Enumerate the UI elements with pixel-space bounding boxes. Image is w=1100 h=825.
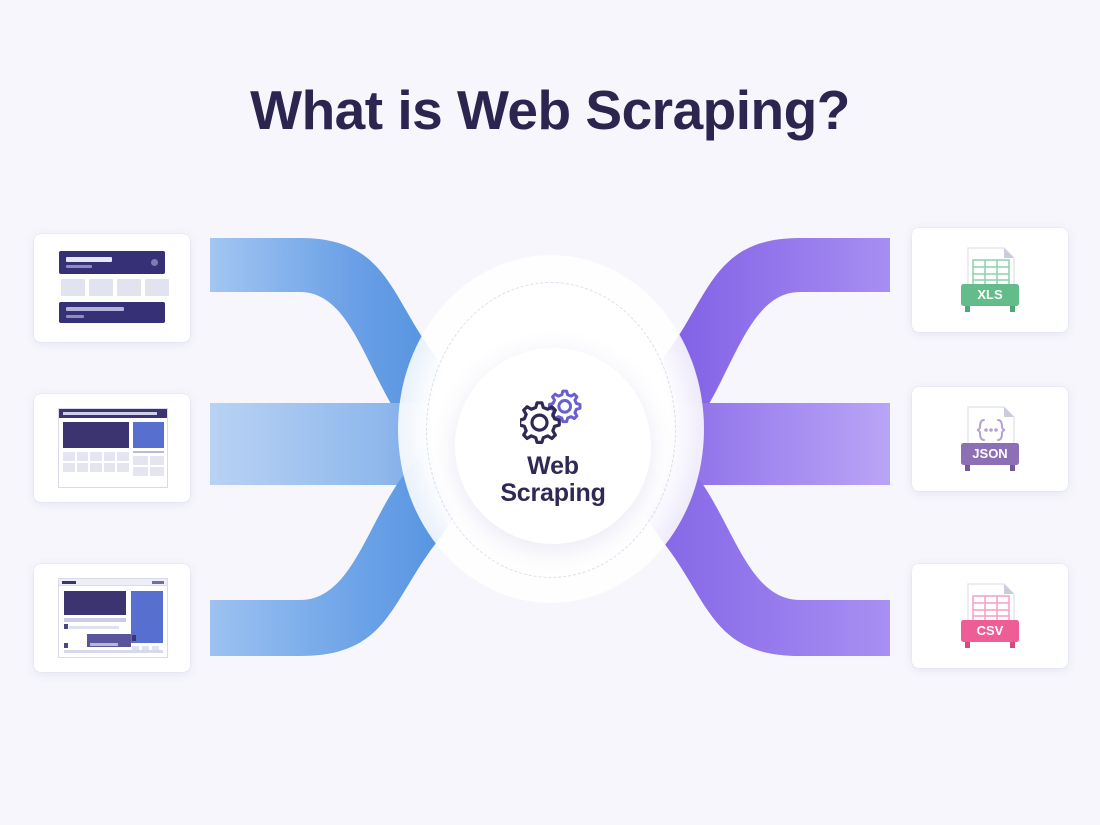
website-mockup-article <box>34 234 190 342</box>
output-card-csv[interactable]: CSV <box>912 564 1068 668</box>
gears-icon <box>520 389 582 444</box>
mock-subtitle-line <box>66 265 92 268</box>
spreadsheet-file-icon: XLS <box>961 247 1019 312</box>
output-card-xls[interactable]: XLS <box>912 228 1068 332</box>
mock-cell <box>61 279 85 296</box>
center-label-line-2: Scraping <box>500 479 606 507</box>
mock-side-panel <box>131 591 163 643</box>
page-title: What is Web Scraping? <box>250 79 850 141</box>
mock-thumb <box>142 646 149 652</box>
mock-tab-right <box>152 581 164 584</box>
source-card-website-2[interactable] <box>34 394 190 502</box>
mock-cell <box>89 279 113 296</box>
mock-cell <box>63 463 75 472</box>
mock-thumb <box>152 646 159 652</box>
mock-text-line <box>69 626 119 629</box>
mock-cell <box>76 452 89 461</box>
website-mockup-dashboard <box>34 394 190 502</box>
mock-footer-bar <box>64 650 163 653</box>
mock-cell <box>117 279 141 296</box>
mock-cell <box>149 456 164 465</box>
mock-card-row <box>61 279 169 296</box>
mock-browser-window <box>58 578 168 658</box>
mock-cell <box>76 463 89 472</box>
mock-cell <box>103 452 116 461</box>
file-format-label: XLS <box>977 287 1003 302</box>
mock-cell <box>149 467 164 476</box>
file-format-label: CSV <box>977 623 1004 638</box>
mock-cell <box>117 452 129 461</box>
mock-bullet <box>64 624 68 629</box>
mock-cell <box>133 456 148 465</box>
mock-thumb <box>132 646 139 652</box>
mock-cell <box>103 463 116 472</box>
output-card-json[interactable]: JSON <box>912 387 1068 491</box>
website-mockup-landing <box>34 564 190 672</box>
file-format-label: JSON <box>972 446 1007 461</box>
mock-button-label <box>90 643 118 646</box>
mock-tab-left <box>62 581 76 584</box>
mock-grid-left <box>63 452 129 472</box>
mock-footer-bar <box>59 302 165 323</box>
mock-avatar-dot <box>151 259 158 266</box>
mock-bullet <box>64 643 68 648</box>
mock-cell <box>117 463 129 472</box>
center-label-line-1: Web <box>527 452 579 480</box>
source-card-website-1[interactable] <box>34 234 190 342</box>
mock-browser-topbar <box>59 579 167 586</box>
mock-cell <box>90 463 102 472</box>
csv-file-icon: CSV <box>961 583 1019 648</box>
center-node-label: Web Scraping <box>500 452 606 507</box>
mock-cell <box>133 467 148 476</box>
json-file-icon: JSON <box>961 406 1019 471</box>
mock-grid-right <box>133 456 164 476</box>
mock-hero-block <box>64 591 126 615</box>
mock-thumb-row <box>132 646 159 652</box>
mock-header-bar <box>59 251 165 274</box>
mock-footer-line <box>66 307 124 311</box>
mock-cell <box>63 452 75 461</box>
source-card-website-3[interactable] <box>34 564 190 672</box>
mock-marker <box>132 635 136 641</box>
mock-hero-block <box>63 422 129 448</box>
mock-cell <box>145 279 169 296</box>
mock-sidebar-block <box>133 422 164 448</box>
mock-address-bar <box>63 412 157 415</box>
mock-browser-window <box>58 408 168 488</box>
mock-cell <box>90 452 102 461</box>
mock-footer-subline <box>66 315 84 318</box>
center-node-web-scraping[interactable]: Web Scraping <box>455 348 651 544</box>
mock-divider <box>133 451 164 453</box>
mock-text-line <box>64 618 126 622</box>
mock-title-line <box>66 257 112 262</box>
mock-browser-topbar <box>59 409 167 418</box>
